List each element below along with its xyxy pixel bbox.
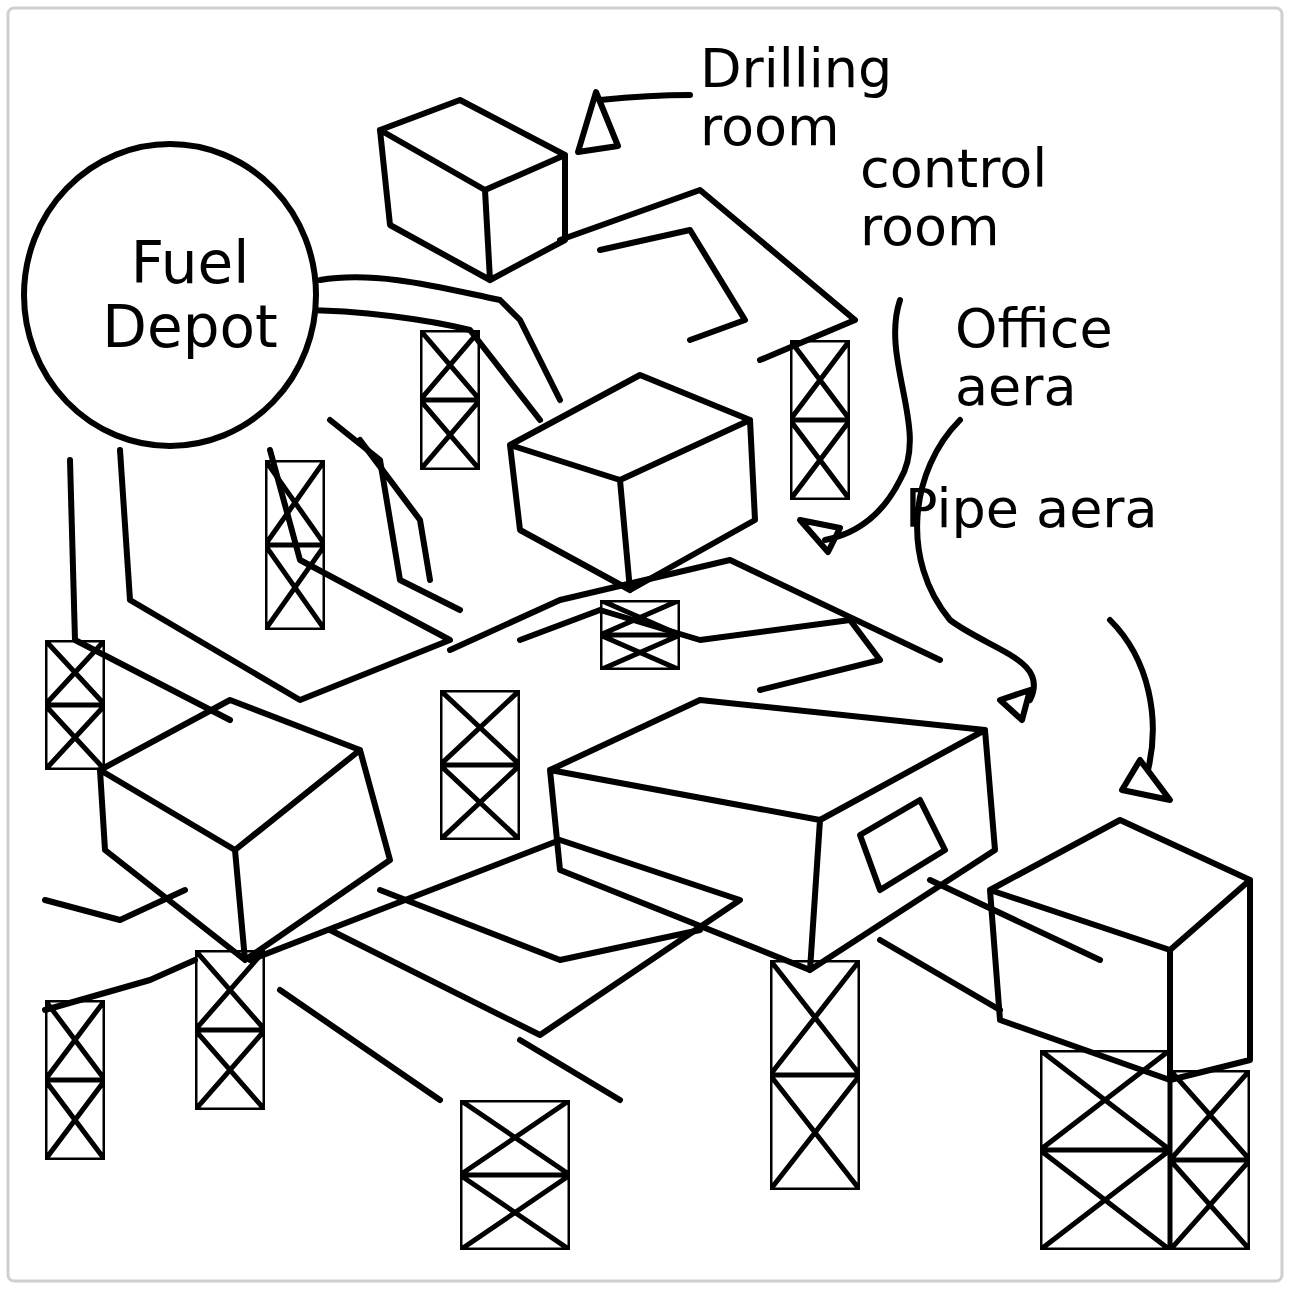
frame — [8, 8, 1282, 1281]
lattice-towers — [45, 330, 1250, 1250]
area-label: Office aera — [955, 300, 1245, 416]
tank-ellipse: Fuel Depot — [20, 140, 320, 450]
area-label: Pipe aera — [905, 480, 1165, 538]
area-label: control room — [860, 140, 1190, 256]
node-text: Fuel Depot — [20, 231, 320, 359]
area-label: Drilling room — [700, 40, 1000, 156]
